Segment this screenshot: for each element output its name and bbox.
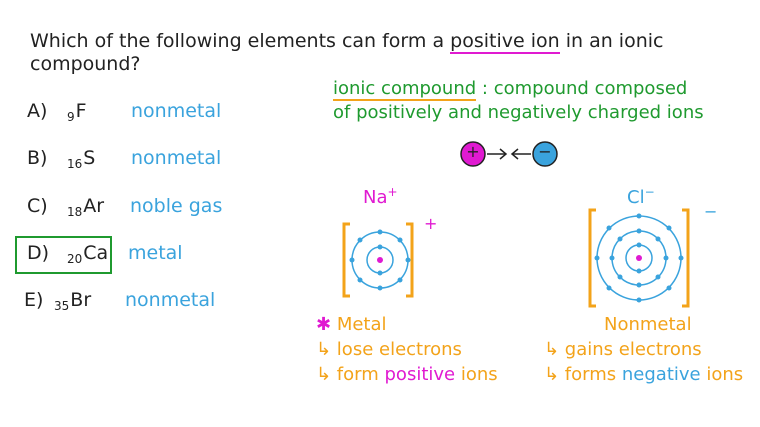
nonmetal-line-2-highlight: negative xyxy=(621,364,701,385)
metal-line-2-highlight: positive xyxy=(384,364,456,385)
question-part-1: Which of the following elements can form… xyxy=(30,30,451,52)
nonmetal-line-2: ↳ forms negative ions xyxy=(544,362,743,387)
nonmetal-line-1: ↳ gains electrons xyxy=(544,339,702,360)
option-letter: B) xyxy=(27,147,48,169)
metal-line-2-suffix: ions xyxy=(455,364,498,385)
correct-answer-box xyxy=(15,236,112,274)
definition-term: ionic compound xyxy=(333,78,477,101)
positive-ion-circle xyxy=(460,141,486,167)
metal-notes: ✱ Metal ↳ lose electrons ↳ form positive… xyxy=(316,312,498,387)
nonmetal-line-2-suffix: ions xyxy=(700,364,744,385)
sodium-bracket-charge: + xyxy=(424,214,438,233)
sodium-symbol: Na xyxy=(363,187,388,208)
negative-sign: − xyxy=(538,142,552,161)
element-symbol: Br xyxy=(70,289,92,311)
metal-title: Metal xyxy=(336,314,387,335)
option-element: 16S xyxy=(67,143,95,179)
negative-ion-circle xyxy=(532,141,558,167)
option-b[interactable]: B) 16S nonmetal xyxy=(27,143,287,173)
positive-sign: + xyxy=(466,142,480,161)
chlorine-atom-diagram xyxy=(588,208,690,308)
chlorine-bracket-charge: − xyxy=(704,202,718,221)
element-symbol: Ca xyxy=(83,242,109,264)
option-element: 9F xyxy=(67,96,87,132)
option-d[interactable]: D) 20Ca metal xyxy=(27,238,287,268)
nonmetal-line-2-prefix: ↳ forms xyxy=(544,364,622,385)
metal-line-1: ↳ lose electrons xyxy=(316,339,462,360)
nonmetal-notes: Nonmetal ↳ gains electrons ↳ forms negat… xyxy=(544,312,743,387)
element-symbol: S xyxy=(83,147,96,169)
question-text: Which of the following elements can form… xyxy=(30,30,710,76)
option-element: 18Ar xyxy=(67,191,104,227)
chloride-ion-label: Cl− xyxy=(627,185,655,208)
question-part-2: in an ionic compound? xyxy=(30,30,664,75)
mass-number: 35 xyxy=(54,299,70,313)
option-a[interactable]: A) 9F nonmetal xyxy=(27,96,287,126)
mass-number: 9 xyxy=(67,110,75,124)
metal-line-2-prefix: ↳ form xyxy=(316,364,385,385)
mass-number: 18 xyxy=(67,205,83,219)
definition-separator: : xyxy=(481,78,488,99)
option-c[interactable]: C) 18Ar noble gas xyxy=(27,191,287,221)
element-symbol: F xyxy=(75,100,87,122)
chlorine-symbol: Cl xyxy=(627,187,645,208)
option-letter: C) xyxy=(27,195,48,217)
option-element: 20Ca xyxy=(67,238,108,274)
element-type: noble gas xyxy=(130,195,223,217)
star-icon: ✱ xyxy=(316,314,332,335)
option-letter: D) xyxy=(27,242,50,264)
element-type: nonmetal xyxy=(131,100,222,122)
element-symbol: Ar xyxy=(83,195,105,217)
definition: ionic compound : compound composed of po… xyxy=(333,77,753,125)
sodium-ion-label: Na+ xyxy=(363,185,398,208)
question-highlight: positive ion xyxy=(450,30,560,54)
element-type: metal xyxy=(128,242,183,264)
attraction-diagram xyxy=(460,141,558,167)
definition-line-1: compound composed xyxy=(493,78,688,99)
definition-line-2: of positively and negatively charged ion… xyxy=(333,102,704,123)
nonmetal-title: Nonmetal xyxy=(604,314,692,335)
sodium-charge: + xyxy=(387,185,398,199)
option-element: 35Br xyxy=(54,285,91,321)
chlorine-charge: − xyxy=(644,185,655,199)
mass-number: 16 xyxy=(67,157,83,171)
option-letter: E) xyxy=(24,289,44,311)
option-letter: A) xyxy=(27,100,48,122)
element-type: nonmetal xyxy=(125,289,216,311)
mass-number: 20 xyxy=(67,252,83,266)
option-e[interactable]: E) 35Br nonmetal xyxy=(24,285,284,315)
element-type: nonmetal xyxy=(131,147,222,169)
sodium-atom-diagram xyxy=(342,222,414,298)
metal-line-2: ↳ form positive ions xyxy=(316,362,498,387)
